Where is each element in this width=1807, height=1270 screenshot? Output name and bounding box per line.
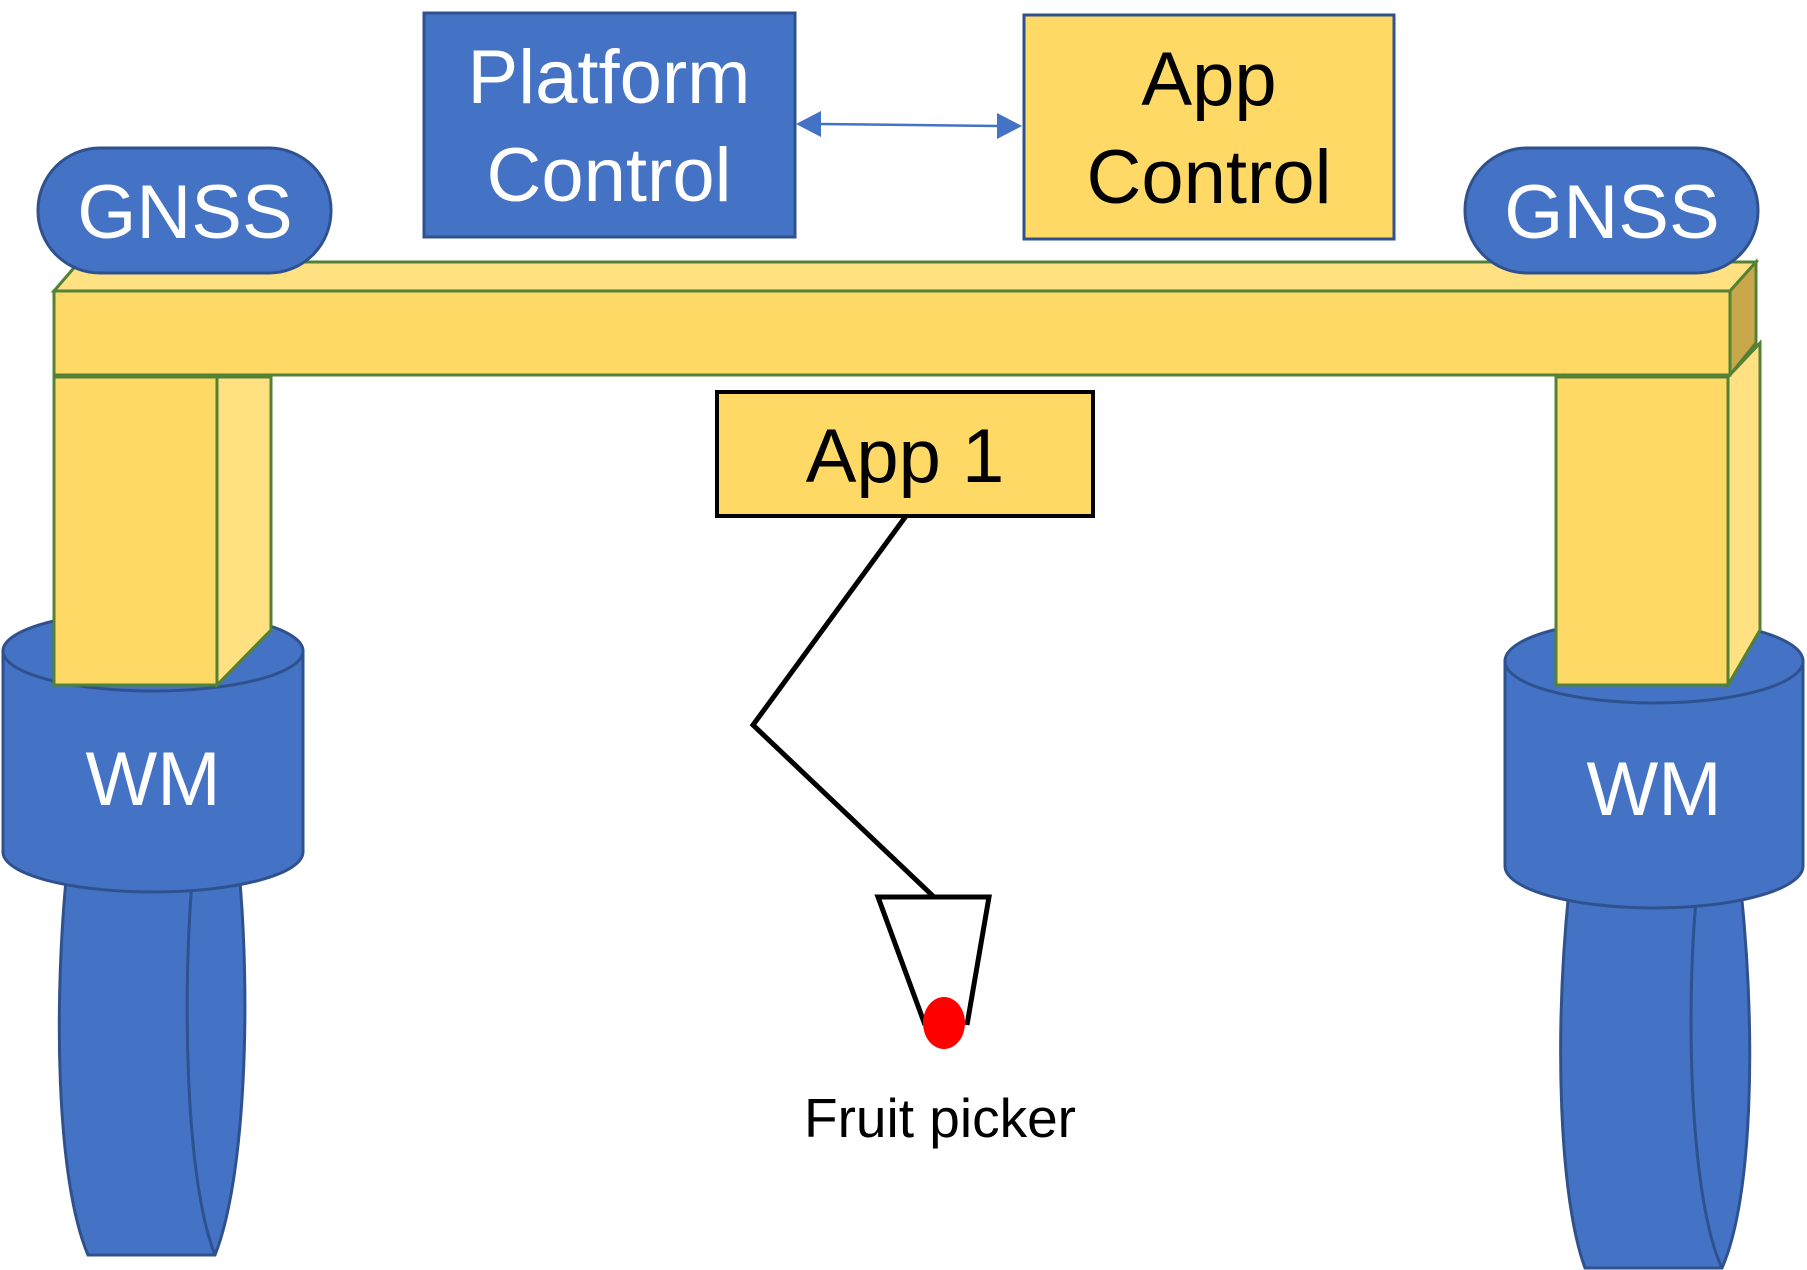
- platform-control-label-line1: Platform: [468, 35, 751, 120]
- gnss-right-label: GNSS: [1504, 170, 1719, 255]
- control-link-arrowhead-right: [997, 113, 1022, 139]
- control-link-line: [819, 122, 999, 128]
- platform-control-box: Platform Control: [422, 11, 797, 239]
- gnss-left-body: [36, 146, 333, 275]
- app1-label: App 1: [806, 414, 1005, 499]
- gripper-jaws: [874, 894, 992, 1026]
- gnss-right: GNSS: [1463, 146, 1760, 275]
- frame-right-leg-front: [1554, 375, 1730, 687]
- left-wheel: [57, 858, 247, 1257]
- gripper: [874, 894, 992, 1049]
- right-wheel: [1559, 878, 1752, 1270]
- fruit: [923, 997, 965, 1049]
- frame-beam-front-face: [52, 289, 1732, 377]
- right-wheel-tire: [1559, 878, 1752, 1270]
- left-wheel-tread-line: [185, 869, 217, 1256]
- frame-right-leg: [1554, 339, 1762, 691]
- platform-control-label-line2: Control: [487, 133, 732, 218]
- robot-arm: [749, 514, 936, 899]
- gnss-left-label: GNSS: [77, 170, 292, 255]
- frame-left-leg: [52, 375, 273, 689]
- wheel-module-left-label: WM: [85, 737, 220, 822]
- wheel-module-right-body: [1503, 659, 1805, 910]
- app-control-label-line1: App: [1141, 37, 1276, 122]
- left-wheel-tire: [57, 858, 247, 1257]
- frame-left-leg-side: [215, 375, 273, 689]
- app-control-rect: [1022, 13, 1396, 241]
- frame-left-leg-front: [52, 375, 219, 687]
- platform-control-rect: [422, 11, 797, 239]
- gnss-right-body: [1463, 146, 1760, 275]
- control-link-arrowhead-left: [796, 111, 821, 137]
- frame-right-leg-side: [1726, 339, 1762, 691]
- fruit-picker-caption: Fruit picker: [804, 1087, 1076, 1149]
- control-link-arrow: [796, 111, 1022, 139]
- app-control-box: App Control: [1022, 13, 1396, 241]
- right-wheel-tread-line: [1689, 889, 1724, 1269]
- app-control-label-line2: Control: [1087, 135, 1332, 220]
- app1-box: App 1: [715, 390, 1095, 518]
- app1-rect: [715, 390, 1095, 518]
- gnss-left: GNSS: [36, 146, 333, 275]
- wheel-module-right-label: WM: [1586, 747, 1721, 832]
- wheel-module-left-body: [1, 649, 305, 894]
